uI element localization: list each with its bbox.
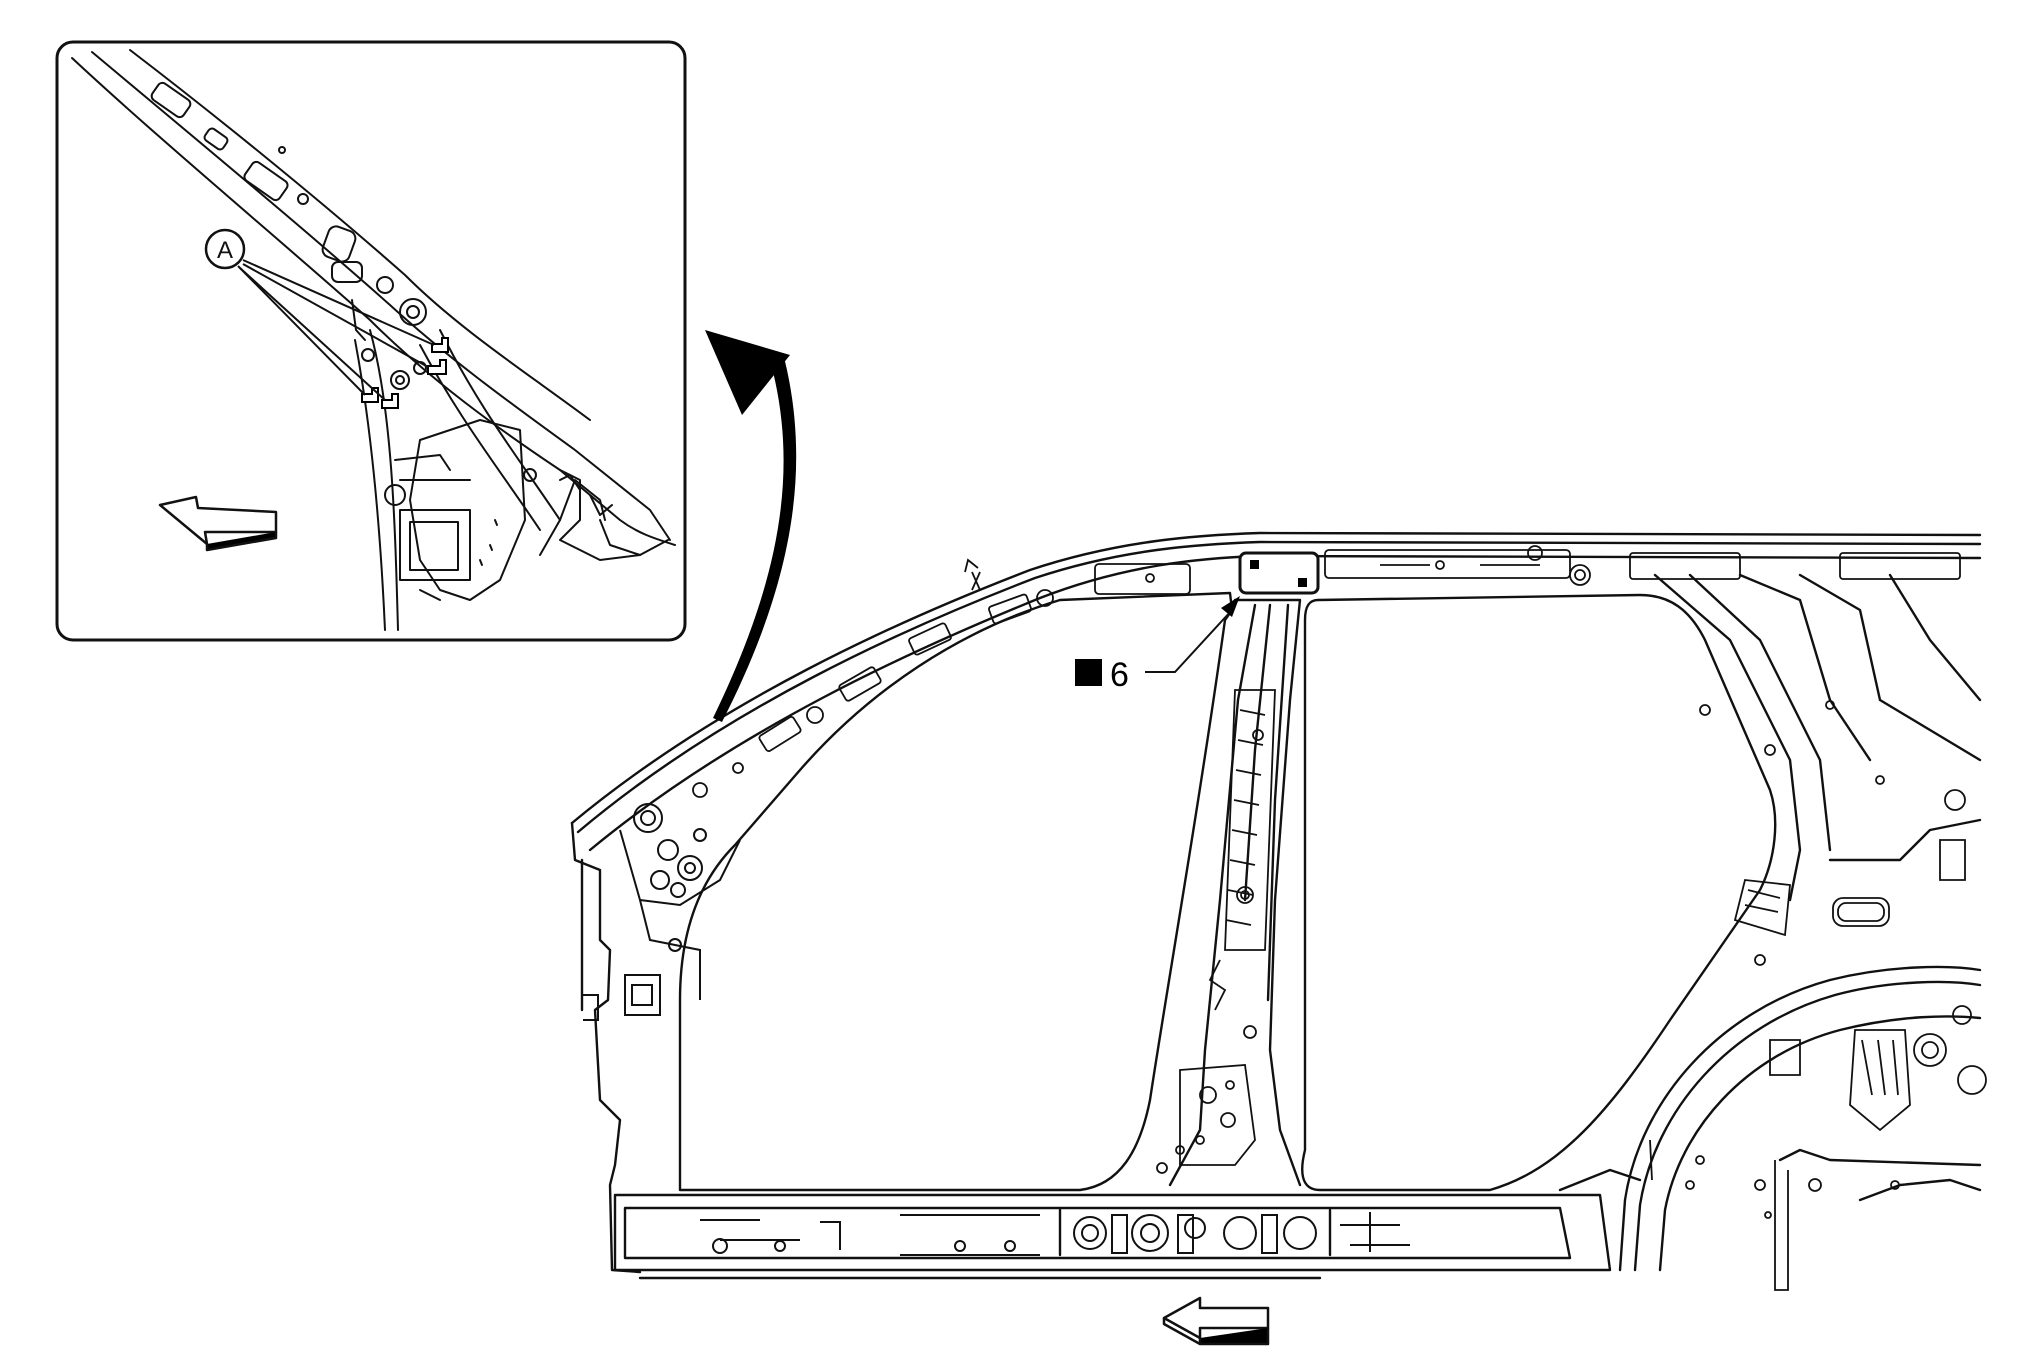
clip-icon <box>361 387 379 403</box>
clip-icon <box>427 359 447 375</box>
body-side-outer-panel <box>570 531 1982 1280</box>
curved-pointer-arrow-icon <box>713 357 797 722</box>
quarter-panel-details <box>1649 700 1987 1291</box>
leader-arrowhead-icon <box>1221 596 1240 617</box>
filled-square-icon <box>1075 659 1102 686</box>
b-pillar-details <box>1156 689 1276 1174</box>
filled-square-icon <box>1250 560 1259 569</box>
leader-line <box>1145 609 1233 673</box>
inset-clip-markers <box>361 337 449 409</box>
a-pillar-base-details <box>583 803 741 1021</box>
direction-arrow-left-icon <box>158 495 278 552</box>
roof-rail-details <box>692 545 1961 798</box>
clip-icon <box>431 337 449 353</box>
callout-leaders <box>237 259 435 401</box>
callout-circle <box>204 228 246 270</box>
inset-frame <box>55 40 687 642</box>
clip-icon <box>381 393 399 409</box>
direction-arrow-left-icon <box>1162 1296 1270 1346</box>
rocker-details <box>700 1212 1410 1256</box>
part-number-label: 6 <box>1110 656 1129 694</box>
filled-square-icon <box>1298 578 1307 587</box>
detail-inset-view: A <box>55 40 687 642</box>
curved-pointer-arrow-head <box>705 330 790 415</box>
callout-letter: A <box>217 237 233 264</box>
